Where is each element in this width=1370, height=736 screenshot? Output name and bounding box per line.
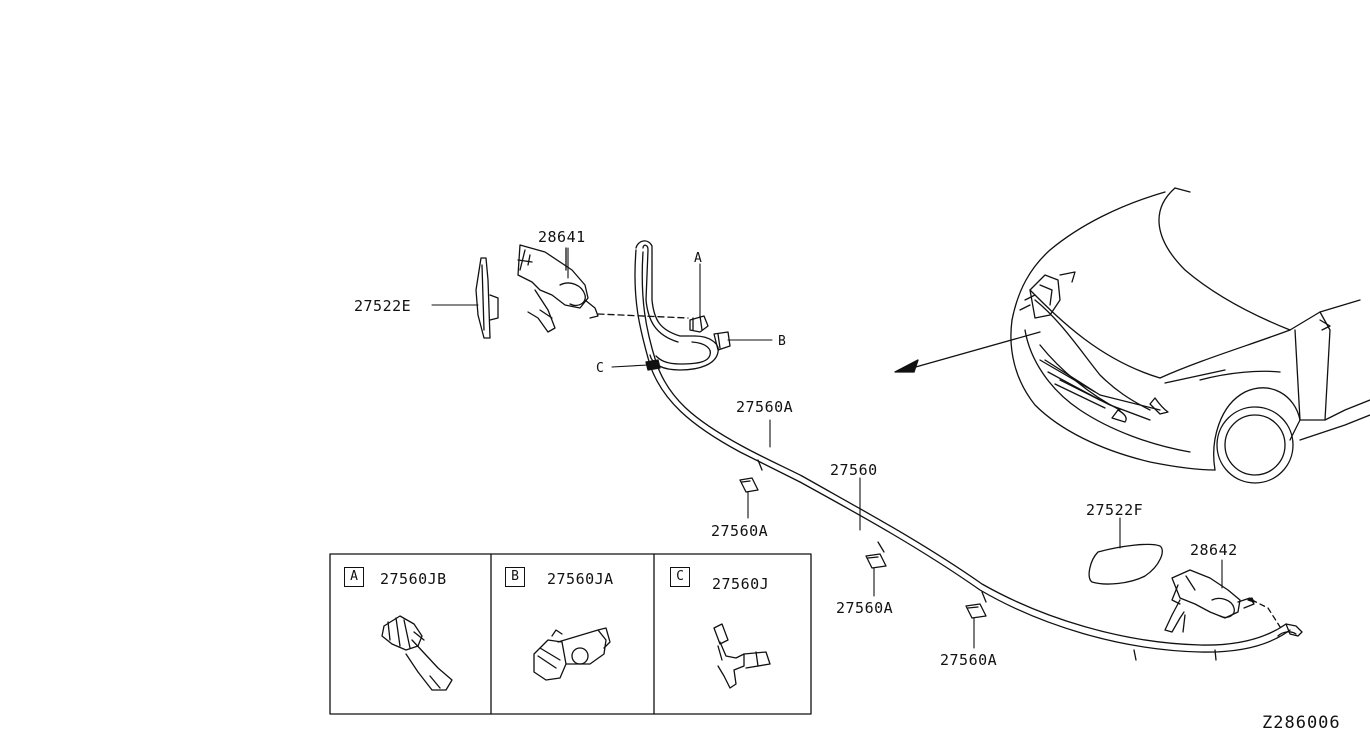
detail-a-tag: A — [344, 567, 364, 587]
part-label-28642: 28642 — [1190, 541, 1238, 559]
detail-a-connector-illustration — [382, 616, 452, 690]
detail-b-part-label: 27560JA — [547, 570, 614, 588]
part-label-28641: 28641 — [538, 228, 586, 246]
diagram-reference-code: Z286006 — [1262, 713, 1341, 733]
callout-b: B — [778, 334, 787, 349]
cap-27522f-illustration — [1089, 544, 1162, 584]
detail-c-tag: C — [670, 567, 690, 587]
detail-b-tag: B — [505, 567, 525, 587]
detail-a-part-label: 27560JB — [380, 570, 447, 588]
clip-27560a-illustrations — [740, 478, 986, 618]
detail-box — [330, 554, 811, 714]
part-label-27560a-mid: 27560A — [711, 522, 769, 540]
nozzle-28642-illustration — [1165, 570, 1254, 632]
hose-upper — [598, 241, 802, 482]
part-label-27560a-top: 27560A — [736, 398, 794, 416]
direction-arrow — [895, 332, 1040, 372]
callout-a: A — [694, 251, 703, 266]
hose-lower — [758, 460, 1302, 660]
cap-27522e-illustration — [476, 258, 498, 338]
part-label-27560a-bottom: 27560A — [940, 651, 998, 669]
part-label-27560a-lower: 27560A — [836, 599, 894, 617]
vehicle-front-illustration — [1011, 188, 1370, 483]
detail-b-connector-illustration — [534, 628, 610, 680]
leader-lines — [432, 248, 1222, 648]
part-label-27560: 27560 — [830, 461, 878, 479]
part-label-27522e: 27522E — [354, 297, 412, 315]
detail-c-part-label: 27560J — [712, 575, 770, 593]
detail-c-connector-illustration — [714, 624, 770, 688]
part-label-27522f: 27522F — [1086, 501, 1144, 519]
nozzle-28641-illustration — [518, 245, 598, 332]
callout-c: C — [596, 361, 605, 376]
